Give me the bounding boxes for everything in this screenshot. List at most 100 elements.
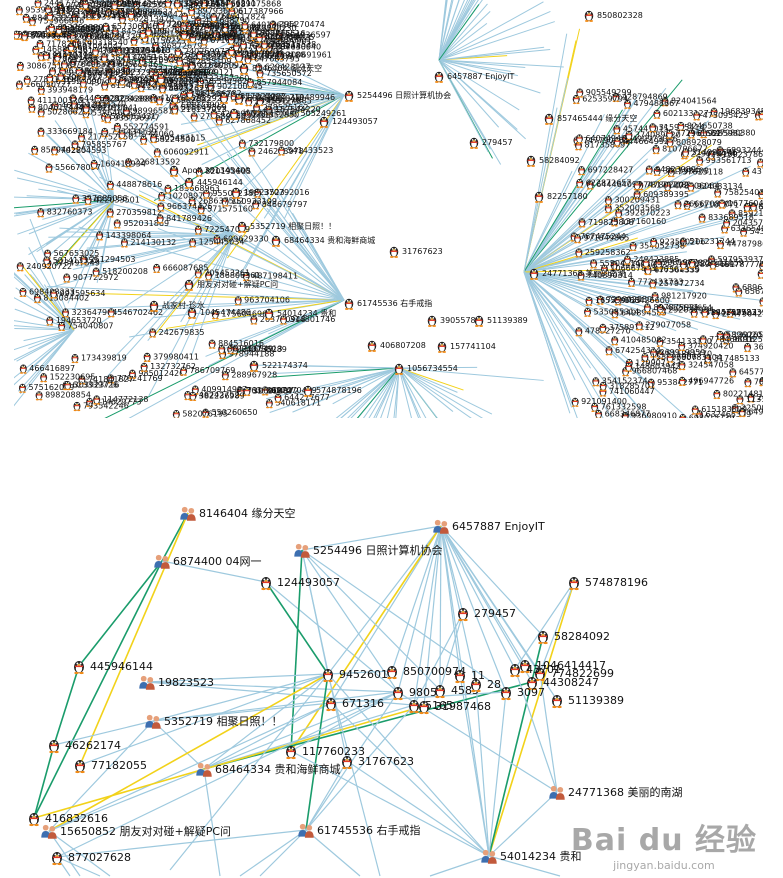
qq-penguin-icon bbox=[52, 852, 62, 865]
graph-node[interactable]: 51139389 bbox=[475, 316, 528, 327]
graph-node[interactable]: 58284092 bbox=[538, 630, 610, 644]
crowd-penguin-icon bbox=[104, 114, 111, 123]
graph-node[interactable]: 43701 bbox=[510, 663, 561, 677]
qq-penguin-icon bbox=[545, 114, 554, 125]
graph-node[interactable]: 61745536 右手戒指 bbox=[345, 298, 433, 310]
qq-penguin-icon bbox=[538, 631, 548, 644]
graph-node[interactable]: 31767623 bbox=[390, 247, 443, 258]
graph-node[interactable]: 24771368 美丽的南湖 bbox=[549, 785, 682, 800]
graph-node[interactable]: 3097 bbox=[501, 686, 545, 700]
graph-node[interactable]: 5254496 日照计算机协会 bbox=[345, 90, 451, 102]
graph-edge bbox=[489, 692, 506, 856]
graph-node[interactable]: 9805 bbox=[393, 686, 437, 700]
crowd-node-label: 966374425 bbox=[167, 202, 213, 211]
crowd-node-label: 333669184 bbox=[47, 127, 93, 136]
graph-node[interactable]: 850802328 bbox=[585, 11, 643, 22]
graph-node[interactable]: 574878196 bbox=[569, 576, 648, 590]
crowd-penguin-icon bbox=[599, 324, 606, 333]
graph-node[interactable]: 6874400 04网一 bbox=[154, 555, 261, 569]
graph-node[interactable]: 68464334 贵和海鲜商城 bbox=[196, 762, 340, 777]
qq-penguin-icon bbox=[261, 577, 271, 590]
crowd-node-label: 112054570 bbox=[80, 100, 126, 109]
graph-node[interactable]: 6457887 EnjoyIT bbox=[433, 520, 545, 534]
crowd-penguin-icon bbox=[576, 88, 583, 97]
graph-node[interactable]: 3905578 bbox=[428, 316, 476, 327]
graph-node-label: 574878196 bbox=[316, 386, 362, 395]
graph-node[interactable]: 51139389 bbox=[552, 694, 624, 708]
qq-penguin-icon bbox=[323, 669, 333, 682]
crowd-node-label: 165559715 bbox=[595, 296, 641, 305]
qq-penguin-icon bbox=[435, 685, 445, 698]
graph-node-label: 公子舒夜 123467260 bbox=[169, 73, 249, 83]
graph-node[interactable]: 77182055 bbox=[75, 759, 147, 773]
graph-node[interactable]: 850700974 bbox=[387, 665, 466, 679]
crowd-penguin-icon bbox=[615, 209, 622, 218]
crowd-node-label: 240920722 bbox=[26, 262, 72, 271]
graph-node-label: 31767623 bbox=[358, 755, 414, 768]
crowd-node-label: 649478267 bbox=[748, 407, 763, 416]
graph-node-label: 44308247 bbox=[543, 676, 599, 689]
graph-node[interactable]: 279457 bbox=[458, 607, 516, 621]
crowd-node-label: 257972734 bbox=[659, 279, 705, 288]
graph-node-label: 51139389 bbox=[487, 316, 528, 325]
graph-edge bbox=[79, 561, 162, 666]
graph-node-label: 5254496 日照计算机协会 bbox=[313, 543, 443, 557]
graph-node[interactable]: 5352719 相聚日照！！ bbox=[238, 221, 336, 233]
crowd-penguin-icon bbox=[578, 166, 585, 175]
graph-node[interactable]: 68464334 贵和海鲜商城 bbox=[272, 235, 376, 247]
crowd-node-label: 314098546 bbox=[692, 148, 738, 157]
graph-node[interactable]: 416832616 bbox=[29, 812, 108, 826]
graph-node[interactable]: 46262174 bbox=[49, 739, 121, 753]
crowd-penguin-icon bbox=[649, 279, 656, 288]
crowd-penguin-icon bbox=[173, 410, 180, 418]
graph-node-label: 94526010 bbox=[339, 668, 395, 681]
qq-penguin-icon bbox=[238, 222, 247, 233]
crowd-node-label: 622872657 bbox=[586, 178, 632, 187]
graph-edge bbox=[34, 745, 54, 818]
crowd-node-label: 216137013 bbox=[181, 105, 227, 114]
graph-node-label: 61745536 右手戒指 bbox=[317, 823, 421, 837]
crowd-node-label: 702804593 bbox=[61, 146, 107, 155]
crowd-node-label: 971849865 bbox=[584, 234, 630, 243]
crowd-node-label: 582076195 bbox=[182, 409, 228, 418]
graph-node[interactable]: 157741104 bbox=[438, 342, 496, 353]
crowd-penguin-icon bbox=[101, 53, 108, 62]
crowd-penguin-icon bbox=[693, 111, 700, 120]
graph-node[interactable]: 朋友对对碰+解疑PC问 bbox=[185, 279, 278, 291]
crowd-node-label: 758254038 bbox=[724, 188, 763, 197]
crowd-penguin-icon bbox=[17, 62, 24, 71]
graph-node-label: 31987468 bbox=[435, 700, 491, 713]
qq-penguin-icon bbox=[393, 687, 403, 700]
graph-node[interactable]: 11 bbox=[455, 669, 485, 683]
qq-penguin-icon bbox=[75, 760, 85, 773]
qq-penguin-icon bbox=[470, 138, 479, 149]
graph-node[interactable]: 279457 bbox=[470, 138, 513, 149]
graph-edge bbox=[515, 582, 574, 669]
graph-node[interactable]: 15650852 朋友对对碰+解疑PC问 bbox=[41, 824, 231, 839]
graph-node[interactable]: 8146404 缘分天空 bbox=[180, 506, 295, 521]
crowd-penguin-icon bbox=[624, 256, 631, 265]
graph-node[interactable]: 28 bbox=[471, 678, 501, 692]
graph-node[interactable]: 61745536 右手戒指 bbox=[298, 823, 420, 838]
graph-node[interactable]: 58284092 bbox=[527, 156, 580, 167]
graph-node-label: 5254496 日照计算机协会 bbox=[357, 90, 451, 100]
graph-node-label: 战家村-珍水 bbox=[162, 300, 205, 310]
crowd-penguin-icon bbox=[180, 367, 187, 376]
crowd-node-label: 615183809 bbox=[701, 405, 747, 414]
crowd-node-label: 900782854 bbox=[155, 27, 201, 36]
crowd-penguin-icon bbox=[63, 273, 70, 282]
qq-penguin-icon bbox=[326, 698, 336, 711]
crowd-node-label: 982511826 bbox=[56, 11, 102, 20]
qq-penguin-icon bbox=[475, 316, 484, 327]
qq-penguin-icon bbox=[471, 679, 481, 692]
crowd-penguin-icon bbox=[85, 196, 92, 205]
graph-node[interactable]: 54014234 贵和 bbox=[481, 850, 581, 864]
graph-node[interactable]: 82257180 bbox=[535, 192, 588, 203]
graph-node[interactable]: 445946144 bbox=[74, 660, 153, 674]
crowd-penguin-icon bbox=[121, 238, 128, 247]
graph-node[interactable]: 5254496 日照计算机协会 bbox=[294, 543, 442, 558]
crowd-node-label: 993595634 bbox=[60, 289, 106, 298]
graph-node[interactable]: 5352719 相聚日照！！ bbox=[145, 715, 282, 729]
graph-node[interactable]: 406807208 bbox=[368, 341, 426, 352]
crowd-node-label: 535085314 bbox=[594, 307, 640, 316]
